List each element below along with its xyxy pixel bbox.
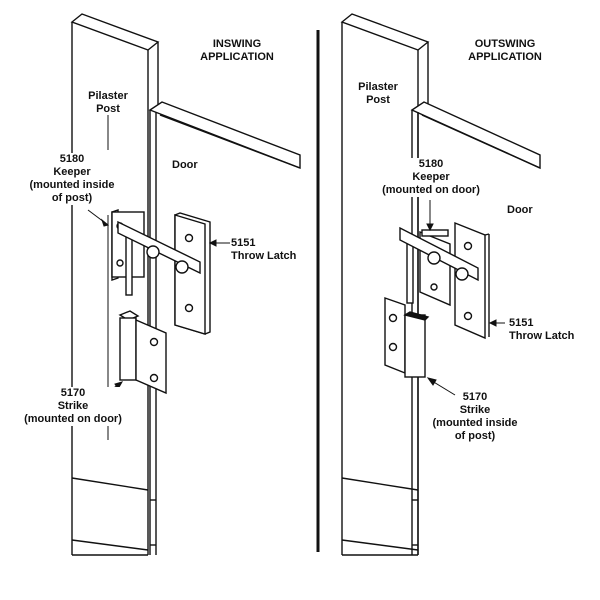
latch-label: 5151 Throw Latch <box>231 237 296 263</box>
door-label: Door <box>172 159 198 172</box>
label-line: (mounted on door) <box>24 413 122 425</box>
label-line: 5170 <box>462 391 488 403</box>
leader-lines <box>426 200 505 396</box>
throw-latch-5151 <box>399 221 490 340</box>
label-line: (mounted inside <box>432 417 518 429</box>
label-line: of post) <box>454 430 496 442</box>
label-line: Pilaster <box>88 90 128 102</box>
outswing-illustration <box>340 13 541 556</box>
strike-5170 <box>384 297 430 378</box>
strike-5170 <box>118 310 167 395</box>
label-line: Door <box>507 204 533 216</box>
label-line: Throw Latch <box>509 330 575 342</box>
label-line: Keeper <box>412 171 450 183</box>
strike-label: 5170 Strike (mounted inside of post) <box>428 391 522 443</box>
label-line: Door <box>172 159 198 171</box>
throw-latch-5151 <box>117 212 211 335</box>
keeper-5180 <box>111 209 145 296</box>
label-line: Strike <box>459 404 491 416</box>
outswing-title: OUTSWING APPLICATION <box>463 38 547 64</box>
label-line: Throw Latch <box>231 250 297 262</box>
keeper-label: 5180 Keeper (mounted inside of post) <box>22 153 122 205</box>
label-line: (mounted on door) <box>382 184 480 196</box>
label-line: of post) <box>51 192 93 204</box>
label-line: (mounted inside <box>29 179 115 191</box>
label-line: Strike <box>57 400 89 412</box>
title-line: OUTSWING <box>474 38 536 50</box>
post-label: Pilaster Post <box>84 90 132 116</box>
title-line: APPLICATION <box>200 51 274 63</box>
title-line: INSWING <box>212 38 262 50</box>
label-line: Post <box>366 94 390 106</box>
label-line: 5151 <box>231 237 256 249</box>
label-line: 5180 <box>59 153 85 165</box>
label-line: 5151 <box>509 317 534 329</box>
post-label: Pilaster Post <box>354 81 402 107</box>
strike-label: 5170 Strike (mounted on door) <box>18 387 128 426</box>
inswing-title: INSWING APPLICATION <box>195 38 279 64</box>
title-line: APPLICATION <box>468 51 542 63</box>
label-line: Pilaster <box>358 81 398 93</box>
label-line: 5180 <box>418 158 444 170</box>
label-line: 5170 <box>60 387 86 399</box>
door-label: Door <box>507 204 533 217</box>
latch-label: 5151 Throw Latch <box>509 317 574 343</box>
inswing-illustration <box>70 13 301 556</box>
keeper-label: 5180 Keeper (mounted on door) <box>380 158 482 197</box>
label-line: Post <box>96 103 120 115</box>
pilaster-post <box>70 13 160 556</box>
label-line: Keeper <box>53 166 91 178</box>
